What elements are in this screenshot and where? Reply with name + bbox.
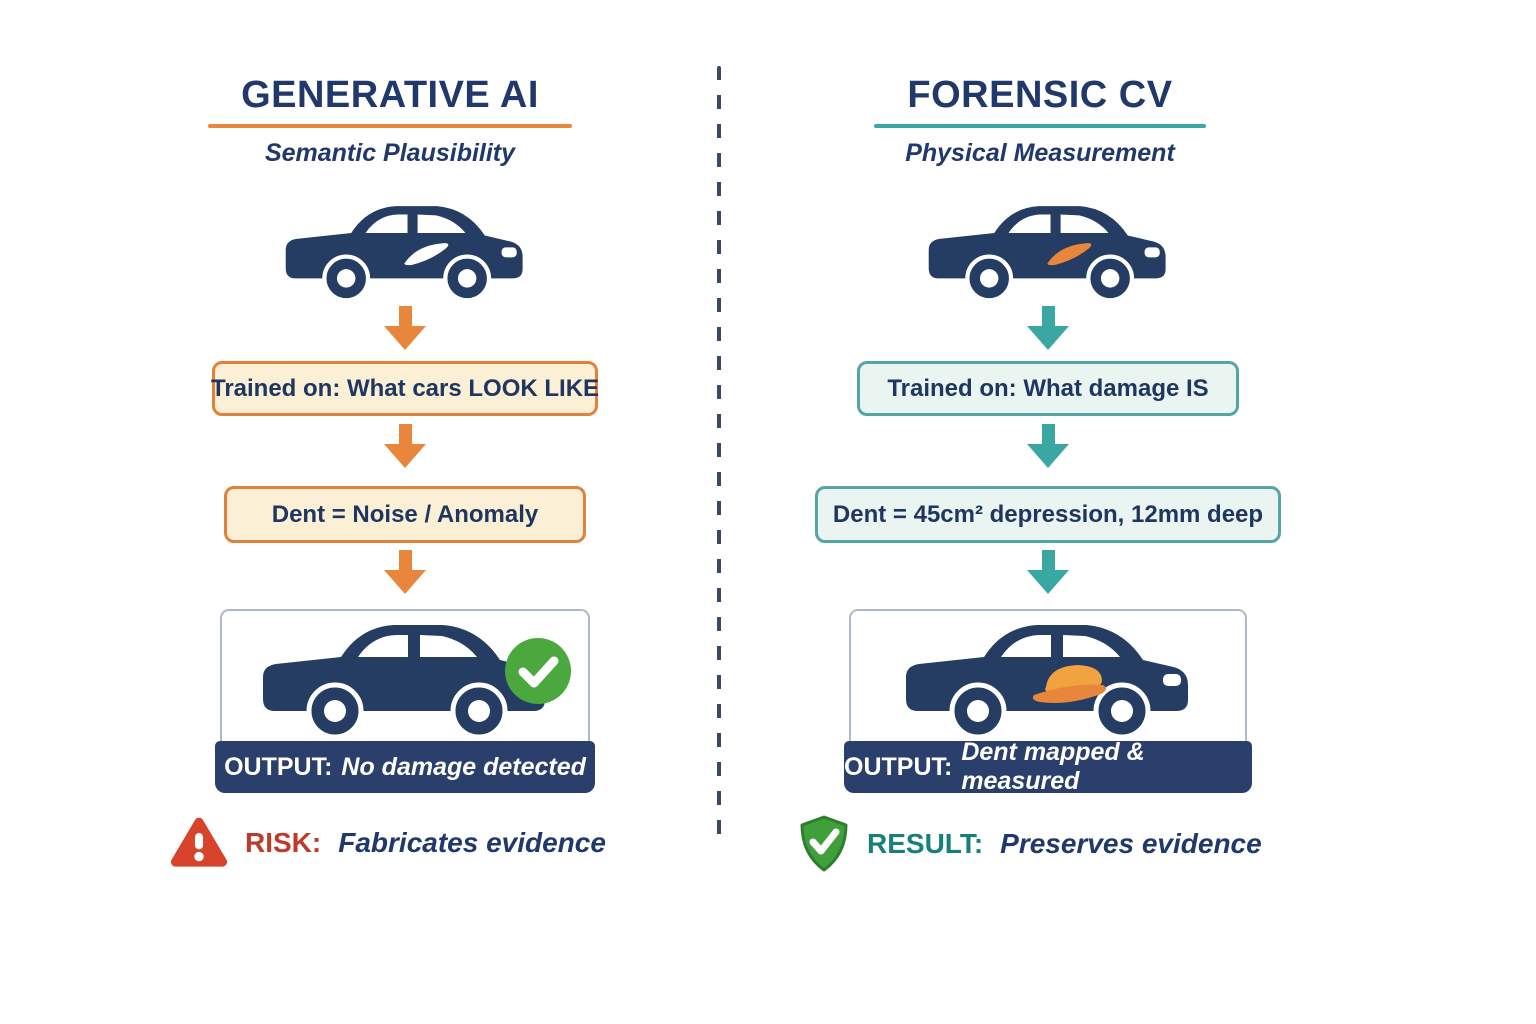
down-arrow-icon: [384, 550, 426, 594]
right-title-underline: [874, 124, 1206, 128]
right-output-image: [849, 609, 1247, 741]
down-arrow-icon: [1027, 550, 1069, 594]
right-training-box: Trained on: What damage IS: [857, 361, 1239, 416]
car-icon: [285, 206, 523, 302]
car-icon: [906, 625, 1188, 739]
output-label: OUTPUT:: [224, 752, 333, 781]
left-title: GENERATIVE AI: [241, 74, 539, 116]
result-label: RESULT:: [867, 828, 984, 859]
left-title-underline: [208, 124, 572, 128]
risk-label: RISK:: [245, 827, 322, 858]
right-output-bar: OUTPUT: Dent mapped & measured: [844, 738, 1252, 795]
left-risk-row: RISK: Fabricates evidence: [170, 814, 606, 872]
shield-check-icon: [800, 815, 848, 872]
down-arrow-icon: [1027, 424, 1069, 468]
left-output-image: [220, 609, 590, 741]
left-subtitle: Semantic Plausibility: [264, 139, 516, 167]
down-arrow-icon: [384, 424, 426, 468]
output-text: No damage detected: [341, 752, 586, 781]
output-label: OUTPUT:: [844, 752, 953, 781]
generative-ai-column: GENERATIVE AI Semantic Plausibility Trai…: [115, 0, 695, 1024]
right-subtitle: Physical Measurement: [905, 139, 1175, 167]
right-result-row: RESULT: Preserves evidence: [798, 814, 1262, 874]
left-training-box: Trained on: What cars LOOK LIKE: [211, 361, 599, 416]
dent-mark: [1047, 243, 1092, 266]
dent-mark-highlighted: [1032, 665, 1107, 703]
risk-text: Fabricates evidence: [338, 827, 606, 858]
result-text: Preserves evidence: [1000, 828, 1262, 859]
check-circle-icon: [505, 638, 571, 704]
car-icon: [928, 206, 1166, 302]
down-arrow-icon: [384, 306, 426, 350]
left-output-card: OUTPUT: No damage detected: [215, 609, 595, 793]
dashed-divider: [717, 66, 721, 848]
down-arrow-icon: [1027, 306, 1069, 350]
left-interpretation-box: Dent = Noise / Anomaly: [224, 486, 586, 543]
output-text: Dent mapped & measured: [961, 738, 1145, 795]
forensic-cv-column: FORENSIC CV Physical Measurement Trained…: [758, 0, 1338, 1024]
left-output-bar: OUTPUT: No damage detected: [215, 741, 595, 793]
right-output-card: OUTPUT: Dent mapped & measured: [844, 609, 1252, 795]
warning-triangle-icon: [170, 817, 228, 867]
right-measurement-box: Dent = 45cm² depression, 12mm deep: [815, 486, 1281, 543]
scratch-mark: [404, 243, 449, 266]
right-title: FORENSIC CV: [907, 74, 1173, 116]
